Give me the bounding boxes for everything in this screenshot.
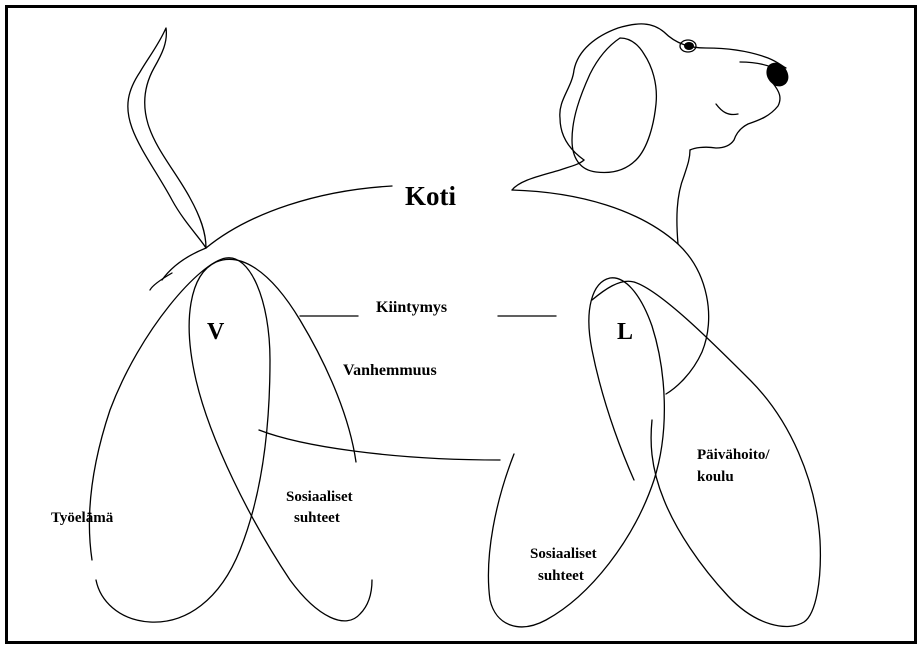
parent-social-label-line2: suhteet: [294, 510, 340, 526]
daycare-label-line1: Päivähoito/: [697, 447, 770, 463]
dog-eye-outline: [679, 39, 697, 53]
dog-eye-pupil: [684, 42, 694, 50]
attachment-label: Kiintymys: [376, 299, 448, 316]
parent-loop-social: [188, 258, 373, 622]
child-loop-daycare: [591, 280, 822, 628]
work-life-label: Työelämä: [51, 510, 114, 526]
parent-social-label-line1: Sosiaaliset: [286, 489, 353, 505]
daycare-label-line2: koulu: [697, 469, 734, 485]
parent-marker: V: [207, 319, 225, 345]
dog-mouth: [715, 103, 739, 116]
child-social-label-line2: suhteet: [538, 568, 584, 584]
dog-snout: [689, 81, 781, 151]
child-marker: L: [617, 319, 634, 345]
parent-loop-work: [88, 257, 271, 623]
dog-tail: [127, 27, 207, 249]
home-title: Koti: [405, 181, 456, 211]
parenthood-label: Vanhemmuus: [343, 362, 437, 379]
dog-body-top-left: [161, 247, 207, 281]
dog-neck: [511, 149, 691, 245]
frame-border: [5, 5, 917, 644]
dog-body-ellipse: [149, 185, 710, 461]
child-loop-social: [487, 277, 666, 628]
dog-head: [559, 23, 787, 161]
dog-nose-icon: [766, 62, 789, 87]
child-social-label-line1: Sosiaaliset: [530, 546, 597, 562]
dog-ear: [571, 37, 658, 174]
